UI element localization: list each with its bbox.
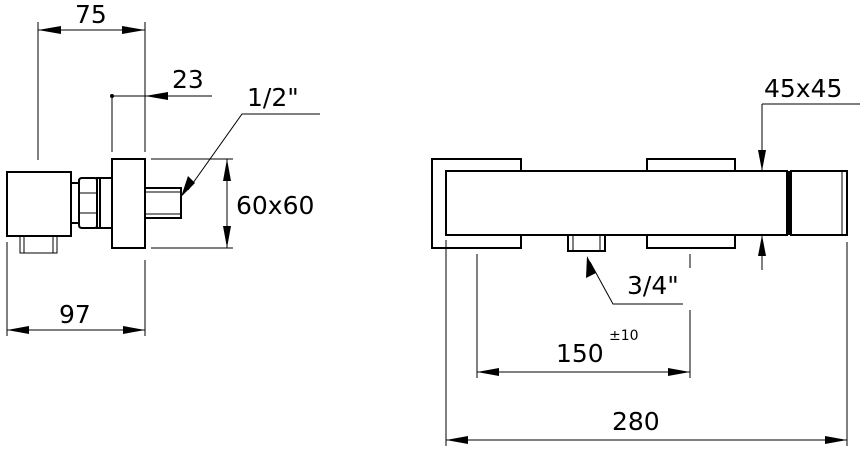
arrow-icon [123,326,145,334]
dim-23-label: 23 [172,65,204,94]
leader-outlet-thread [589,261,683,305]
side-hex-nut [78,177,98,229]
dim-45x45-label: 45x45 [764,74,842,103]
arrow-icon [181,176,195,197]
side-wall-flange [111,158,146,249]
side-view: 75 23 1/2" 60x60 97 [6,0,320,336]
front-outlet [567,235,606,252]
arrow-icon [446,436,468,444]
side-body-box [6,171,72,237]
front-control-handle [790,170,848,236]
dim-97-extension-lines [6,242,146,336]
dim-60x60-extension-lines [151,158,233,249]
outlet-thread-label: 3/4" [627,271,679,300]
inlet-thread-label: 1/2" [247,83,299,112]
front-main-body [445,170,788,236]
leader-inlet-thread [187,113,320,191]
side-outlet-stub [19,236,58,254]
dim-60x60-label: 60x60 [236,191,314,220]
side-shank [70,182,80,224]
arrow-icon [122,26,145,34]
front-left-bracket [431,158,522,249]
dim-280-label: 280 [612,407,660,436]
arrow-icon [223,159,231,181]
arrow-icon [668,368,690,376]
side-inlet-pipe [144,187,182,219]
front-right-bracket [646,158,736,249]
dim-75-extension-lines [37,22,146,160]
dim-280-extension-lines [445,240,848,446]
arrow-icon [7,326,29,334]
arrow-icon [223,226,231,248]
side-inlet-pipe-inner [145,191,181,215]
side-hex-nut-flats [79,192,97,214]
dim-150-label: 150 [556,339,604,368]
dim-75-label: 75 [75,0,107,29]
arrow-icon [586,256,596,278]
dim-150-tolerance: ±10 [609,328,639,344]
arrow-icon [145,92,168,100]
arrow-icon [758,150,766,171]
arrow-icon [38,26,61,34]
dim-97-label: 97 [59,300,91,329]
front-view: 45x45 3/4" 150 ±10 280 [431,74,860,446]
dim-23-line [111,95,212,152]
arrow-icon [825,436,847,444]
front-outlet-inner [572,235,601,251]
front-ring [787,171,790,235]
arrow-icon [758,235,766,256]
dim-150-extension-lines [476,254,691,378]
side-spacer [99,177,113,229]
arrow-icon [477,368,499,376]
